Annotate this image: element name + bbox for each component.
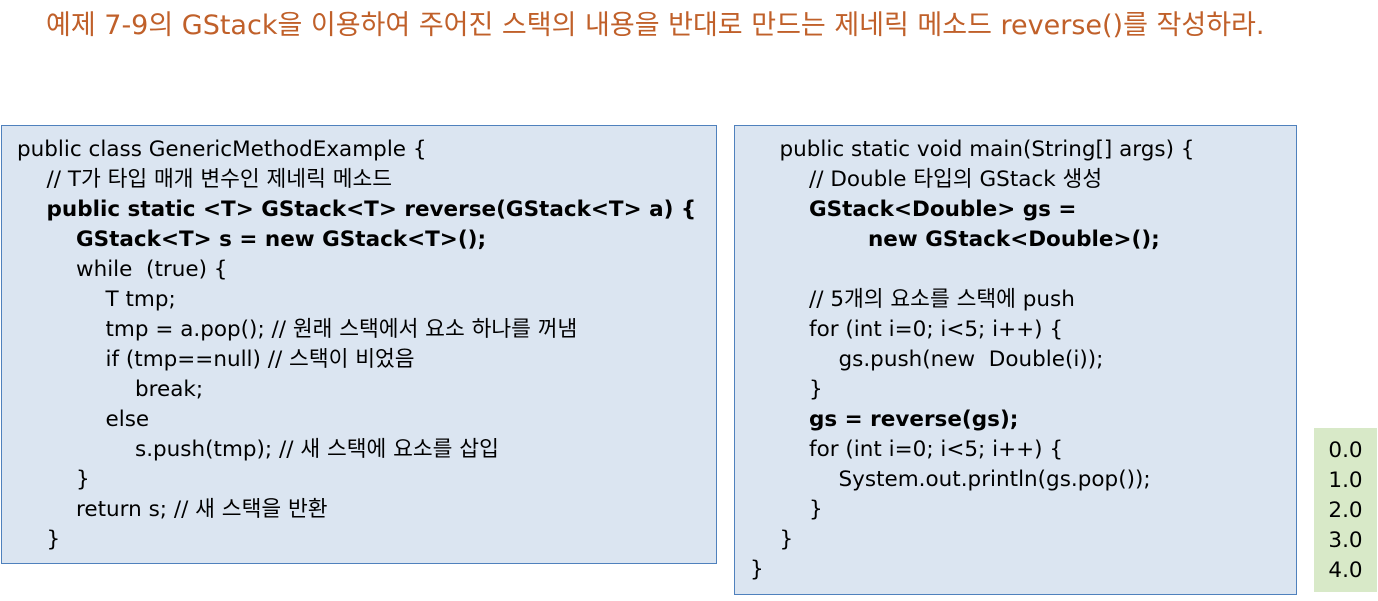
code-line: } [809,497,823,522]
page-title: 예제 7-9의 GStack을 이용하여 주어진 스택의 내용을 반대로 만드는… [46,10,1265,41]
code-line: break; [135,377,204,402]
code-line: // T가 타입 매개 변수인 제네릭 메소드 [46,167,393,192]
code-line: return s; // 새 스택을 반환 [76,497,328,522]
code-line: } [809,377,823,402]
code-line: else [105,407,150,432]
code-line: for (int i=0; i<5; i++) { [809,317,1064,342]
code-line: System.out.println(gs.pop()); [838,467,1151,492]
code-line: } [46,527,61,552]
code-line: GStack<Double> gs = [809,197,1077,222]
output-line: 1.0 [1328,468,1363,493]
output-line: 4.0 [1328,558,1363,583]
code-line: gs = reverse(gs); [809,407,1019,432]
generic-method-code-box: public class GenericMethodExample { // T… [1,125,717,564]
code-line: // Double 타입의 GStack 생성 [809,167,1103,192]
code-line: s.push(tmp); // 새 스택에 요소를 삽입 [135,437,499,462]
code-line: } [750,557,764,582]
code-line: for (int i=0; i<5; i++) { [809,437,1064,462]
code-line: } [779,527,794,552]
output-line: 3.0 [1328,528,1363,553]
console-output-box: 0.0 1.0 2.0 3.0 4.0 [1314,428,1377,592]
code-line: } [76,467,90,492]
code-line: tmp = a.pop(); // 원래 스택에서 요소 하나를 꺼냄 [105,317,578,342]
code-line: // 5개의 요소를 스택에 push [809,287,1075,312]
code-line: T tmp; [105,287,176,312]
code-line: public static void main(String[] args) { [779,137,1195,162]
code-line: GStack<T> s = new GStack<T>(); [76,227,487,252]
code-line: gs.push(new Double(i)); [838,347,1104,372]
output-line: 2.0 [1328,498,1363,523]
output-line: 0.0 [1328,438,1363,463]
code-line: new GStack<Double>(); [868,227,1160,252]
main-method-code-box: public static void main(String[] args) {… [734,125,1297,595]
code-line: if (tmp==null) // 스택이 비었음 [105,347,415,372]
code-line: public static <T> GStack<T> reverse(GSta… [46,197,697,222]
code-line: public class GenericMethodExample { [17,137,427,162]
code-line: while (true) { [76,257,228,282]
